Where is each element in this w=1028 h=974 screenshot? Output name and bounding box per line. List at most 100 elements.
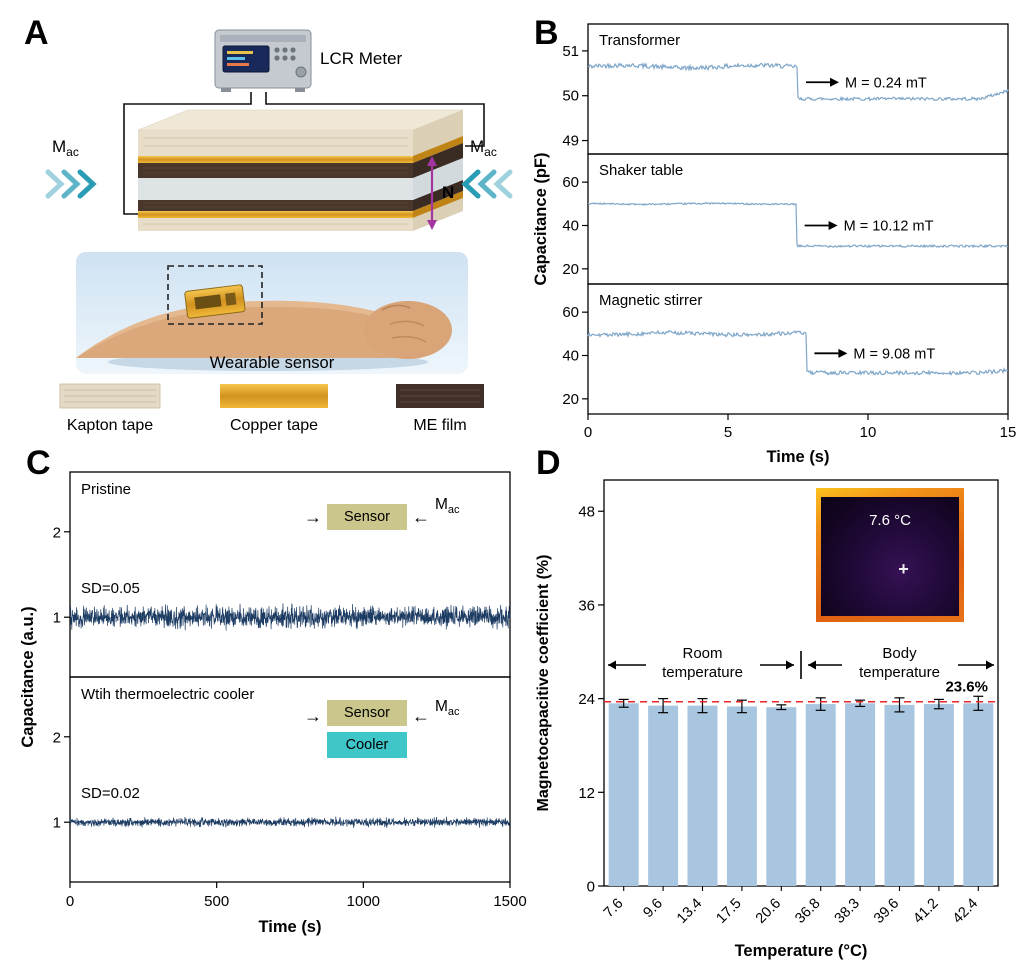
wire-right bbox=[265, 92, 485, 147]
c-xtick-label: 1000 bbox=[347, 893, 380, 910]
thermal-temp-label: 7.6 °C bbox=[869, 512, 911, 529]
c-ytick-label: 2 bbox=[53, 524, 61, 541]
b-xtick-label: 15 bbox=[1000, 424, 1017, 441]
b-xtick-label: 5 bbox=[724, 424, 732, 441]
b-series-2 bbox=[587, 329, 1009, 377]
c-xtick-label: 1500 bbox=[493, 893, 526, 910]
b-ytick-label: 51 bbox=[562, 43, 579, 60]
c-subplot-title: Wtih thermoelectric cooler bbox=[81, 686, 254, 703]
wearable-photo: Wearable sensor bbox=[76, 252, 468, 374]
mac-left-label: Mac bbox=[52, 137, 79, 159]
d-bar-6 bbox=[845, 703, 876, 886]
d-group-label: Room bbox=[682, 645, 722, 662]
cooler-box: Cooler bbox=[327, 732, 407, 758]
thermal-image-inset: 7.6 °C + bbox=[816, 488, 964, 622]
d-bar-8 bbox=[923, 704, 954, 886]
d-group-arrowhead bbox=[608, 660, 616, 670]
b-annotation-arrowhead bbox=[830, 77, 839, 87]
d-xtick-label: 41.2 bbox=[910, 896, 941, 927]
d-bar-5 bbox=[805, 704, 836, 886]
wire-left bbox=[123, 92, 252, 215]
c-inset-pristine: → Sensor ← Mac bbox=[304, 496, 460, 530]
b-series-0 bbox=[587, 62, 1009, 102]
arrow-right-icon: → bbox=[304, 507, 322, 527]
b-xtick-label: 10 bbox=[860, 424, 877, 441]
d-bar-3 bbox=[726, 706, 757, 886]
thermal-image: 7.6 °C + bbox=[821, 497, 959, 616]
copper-swatch bbox=[220, 384, 328, 408]
d-group-label: temperature bbox=[859, 664, 940, 681]
b-annotation-text: M = 9.08 mT bbox=[853, 346, 935, 362]
d-xtick-label: 17.5 bbox=[713, 896, 744, 927]
n-label: N bbox=[442, 183, 454, 202]
d-xtick-label: 36.8 bbox=[792, 896, 823, 927]
device-stack bbox=[137, 109, 464, 231]
legend-label-me-film: ME film bbox=[413, 417, 466, 434]
d-xtick-label: 7.6 bbox=[601, 896, 627, 922]
sensor-highlight-box bbox=[167, 265, 263, 325]
legend-label-kapton: Kapton tape bbox=[67, 417, 153, 434]
b-ytick-label: 60 bbox=[562, 174, 579, 191]
b-subplot-title: Shaker table bbox=[599, 162, 683, 179]
d-ylabel: Magnetocapacitive coefficient (%) bbox=[535, 555, 552, 812]
d-frame bbox=[603, 479, 999, 887]
sensor-box: Sensor bbox=[327, 700, 407, 726]
d-xtick-label: 38.3 bbox=[832, 896, 863, 927]
b-subplot-title: Transformer bbox=[599, 32, 680, 49]
c-ylabel: Capacitance (a.u.) bbox=[19, 606, 37, 747]
d-xtick-label: 13.4 bbox=[674, 896, 705, 927]
d-bar-9 bbox=[963, 703, 994, 886]
c-frame-1 bbox=[69, 676, 511, 883]
d-bar-7 bbox=[884, 704, 915, 886]
c-ytick-label: 1 bbox=[53, 610, 61, 627]
d-ytick-label: 48 bbox=[578, 504, 595, 521]
c-xtick-label: 500 bbox=[204, 893, 229, 910]
b-ylabel: Capacitance (pF) bbox=[532, 153, 550, 286]
field-chevrons-left-icon bbox=[45, 169, 97, 199]
b-annotation-text: M = 0.24 mT bbox=[845, 75, 927, 91]
d-bar-4 bbox=[766, 707, 797, 886]
c-subplot-title: Pristine bbox=[81, 481, 131, 498]
panel-letter-c: C bbox=[26, 444, 51, 482]
d-bar-1 bbox=[648, 705, 679, 886]
d-group-label: Body bbox=[882, 645, 917, 662]
d-xtick-label: 9.6 bbox=[640, 896, 666, 922]
b-xlabel: Time (s) bbox=[767, 448, 830, 466]
d-group-arrowhead bbox=[986, 660, 994, 670]
b-subplot-title: Magnetic stirrer bbox=[599, 292, 702, 309]
mac-label: Mac bbox=[435, 495, 460, 517]
d-bar-0 bbox=[608, 703, 639, 886]
b-frame-2 bbox=[587, 283, 1009, 415]
wearable-sensor-label: Wearable sensor bbox=[210, 354, 335, 372]
arrow-left-icon: ← bbox=[412, 706, 430, 726]
sensor-cooler-stack: Sensor Cooler bbox=[327, 700, 407, 758]
c-series-0 bbox=[69, 603, 511, 631]
panel-letter-d: D bbox=[536, 444, 561, 482]
b-ytick-label: 20 bbox=[562, 391, 579, 408]
c-xtick-label: 0 bbox=[66, 893, 74, 910]
d-group-arrowhead bbox=[786, 660, 794, 670]
b-ytick-label: 49 bbox=[562, 133, 579, 150]
c-inset-cooler: → Sensor Cooler ← Mac bbox=[304, 698, 460, 758]
d-xtick-label: 42.4 bbox=[950, 896, 981, 927]
c-series-1 bbox=[69, 816, 511, 829]
mac-right-label: Mac bbox=[470, 137, 497, 159]
d-ref-label: 23.6% bbox=[945, 679, 988, 696]
legend-label-copper: Copper tape bbox=[230, 417, 318, 434]
d-group-arrowhead bbox=[808, 660, 816, 670]
crosshair-icon: + bbox=[898, 558, 909, 579]
sensor-box: Sensor bbox=[327, 504, 407, 530]
panel-a-schematic: LCR Meter bbox=[45, 29, 513, 434]
d-group-label: temperature bbox=[662, 664, 743, 681]
lcr-meter bbox=[214, 29, 312, 92]
b-annotation-text: M = 10.12 mT bbox=[844, 219, 934, 235]
on-skin-sensor bbox=[184, 284, 246, 319]
d-xtick-label: 39.6 bbox=[871, 896, 902, 927]
n-arrow-icon bbox=[427, 156, 437, 230]
